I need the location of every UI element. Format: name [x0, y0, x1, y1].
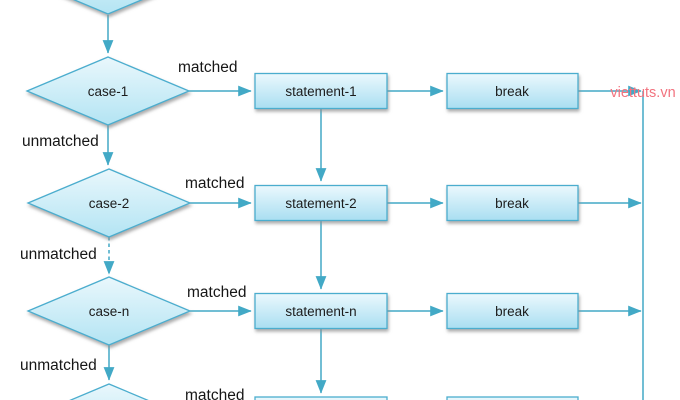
top-decision-diamond [72, 0, 144, 15]
break-2-box [446, 184, 579, 222]
break-3-label: break [495, 304, 529, 319]
case-n-label: case-n [89, 304, 130, 319]
break-1-label: break [495, 84, 529, 99]
default-diamond-partial [69, 383, 149, 400]
matched-label-1: matched [178, 59, 237, 76]
bottom-break-box-partial [446, 396, 579, 400]
case-n-diamond [26, 276, 192, 346]
case-1-label: case-1 [88, 84, 129, 99]
break-2-label: break [495, 196, 529, 211]
statement-2-label: statement-2 [285, 196, 356, 211]
matched-label-4: matched [185, 387, 244, 400]
statement-2-box [254, 184, 388, 222]
case-2-diamond [26, 168, 192, 238]
statement-n-label: statement-n [285, 304, 356, 319]
statement-1-label: statement-1 [285, 84, 356, 99]
bottom-statement-box-partial [254, 396, 388, 400]
unmatched-label-2: unmatched [20, 246, 97, 263]
break-1-box [446, 72, 579, 110]
unmatched-label-3: unmatched [20, 357, 97, 374]
matched-label-3: matched [187, 284, 246, 301]
unmatched-label-1: unmatched [22, 133, 99, 150]
matched-label-2: matched [185, 175, 244, 192]
watermark-text: viettuts.vn [610, 85, 675, 101]
statement-n-box [254, 292, 388, 330]
statement-1-box [254, 72, 388, 110]
break-3-box [446, 292, 579, 330]
case-2-label: case-2 [89, 196, 130, 211]
case-1-diamond [25, 56, 191, 126]
